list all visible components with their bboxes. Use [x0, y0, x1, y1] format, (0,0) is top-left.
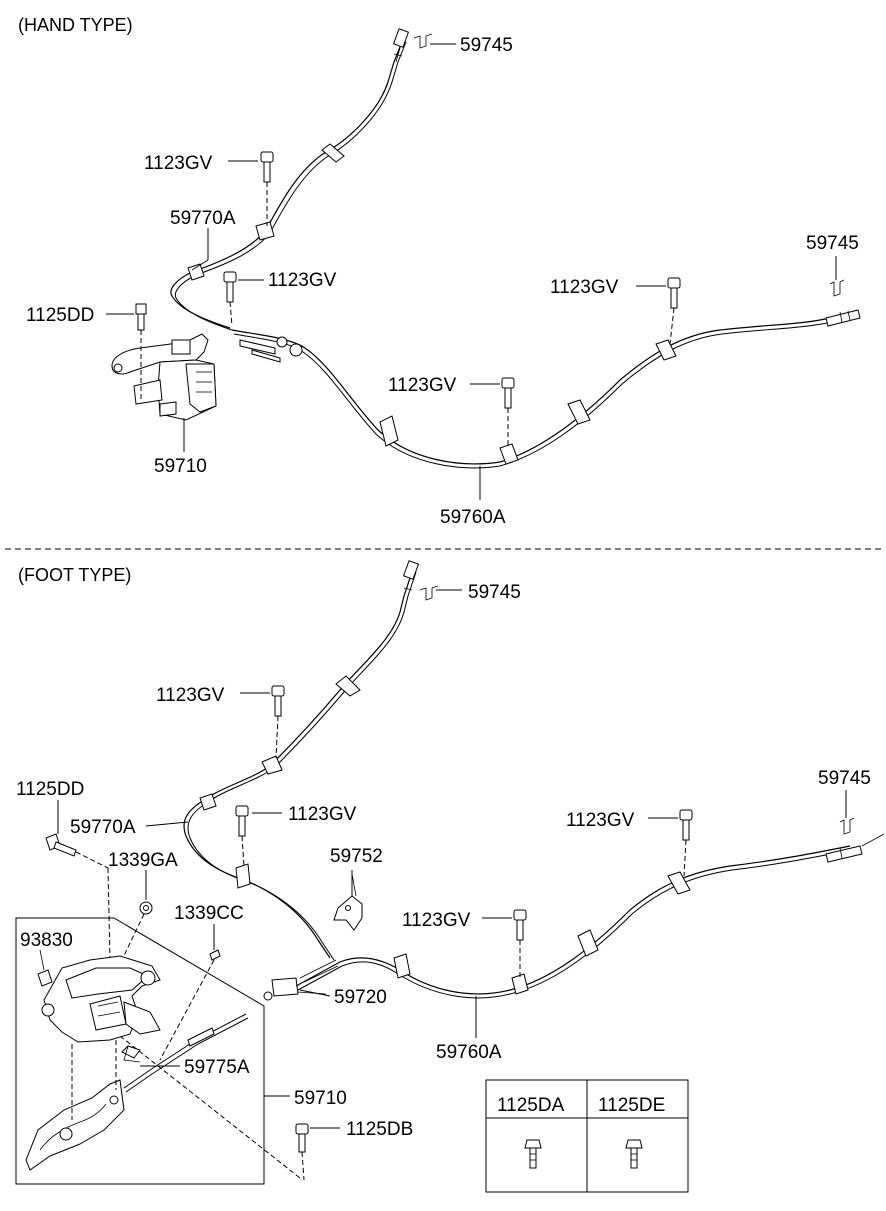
- label-hand-59710: 59710: [154, 456, 207, 477]
- label-hand-1123gv-d: 1123GV: [550, 277, 619, 298]
- label-foot-59775a: 59775A: [184, 1057, 250, 1078]
- foot-bracket-59752: [333, 873, 363, 931]
- label-foot-59760a: 59760A: [436, 1042, 502, 1063]
- foot-brake-pedal-59710: [25, 955, 161, 1171]
- label-foot-59720: 59720: [334, 987, 387, 1008]
- hand-type-title: (HAND TYPE): [18, 15, 133, 35]
- label-foot-1123gv-b: 1123GV: [288, 804, 357, 825]
- label-hand-1125dd: 1125DD: [26, 305, 94, 326]
- label-foot-93830: 93830: [20, 930, 73, 951]
- foot-type-assembly: 59745 1123GV 1125DD 59770A 1123GV 59752 …: [15, 560, 885, 1185]
- hand-cable-59770a: [170, 28, 410, 331]
- hand-brake-lever-59710: [111, 333, 217, 421]
- hand-bolt-1123gv-a: [260, 151, 274, 226]
- bolt-reference-table: 1125DA 1125DE: [485, 1079, 689, 1193]
- foot-cable-59770a: [183, 560, 420, 961]
- foot-cable-59760a: [339, 833, 885, 999]
- foot-bolt-1123gv-d: [679, 809, 693, 877]
- hand-bolt-1123gv-b: [223, 271, 237, 327]
- foot-clip-59745-right: [839, 817, 855, 835]
- label-foot-1125dd: 1125DD: [16, 779, 84, 800]
- label-hand-59745-top: 59745: [460, 35, 513, 56]
- label-foot-59745-right: 59745: [818, 768, 871, 789]
- label-foot-1339cc: 1339CC: [174, 903, 244, 924]
- label-hand-1123gv-a: 1123GV: [144, 153, 213, 174]
- foot-bolt-1123gv-c: [513, 909, 527, 978]
- label-hand-1123gv-c: 1123GV: [388, 375, 457, 396]
- foot-nut-1339ga: [117, 901, 153, 969]
- foot-stopper-93830: [37, 949, 53, 987]
- table-header-1125de: 1125DE: [598, 1095, 665, 1116]
- bolt-1125da-icon: [524, 1139, 542, 1169]
- label-foot-59745-top: 59745: [468, 582, 521, 603]
- label-foot-1125db: 1125DB: [346, 1119, 413, 1140]
- label-foot-59770a: 59770A: [70, 817, 136, 838]
- label-hand-1123gv-b: 1123GV: [268, 270, 337, 291]
- label-hand-59760a: 59760A: [440, 507, 506, 528]
- label-hand-59745-right: 59745: [806, 233, 859, 254]
- table-header-1125da: 1125DA: [497, 1095, 565, 1116]
- label-foot-1123gv-a: 1123GV: [156, 685, 225, 706]
- foot-bolt-1123gv-a: [271, 685, 285, 759]
- hand-cable-59760a: [231, 309, 861, 469]
- label-hand-59770a: 59770A: [170, 208, 236, 229]
- label-foot-59710: 59710: [294, 1088, 347, 1109]
- hand-clip-59745-top: [413, 33, 433, 49]
- label-foot-1339ga: 1339GA: [108, 850, 178, 871]
- hand-clip-59745-right: [829, 279, 845, 297]
- foot-bolt-1125dd: [45, 833, 111, 961]
- bolt-1125de-icon: [625, 1139, 643, 1169]
- hand-bolt-1123gv-d: [667, 277, 681, 345]
- foot-equalizer-59720: [263, 959, 343, 1001]
- hand-type-assembly: 59745 1123GV 59770A 1123GV 1125DD 59710 …: [26, 28, 861, 528]
- hand-bolt-1125dd: [135, 303, 147, 400]
- foot-type-title: (FOOT TYPE): [18, 565, 131, 585]
- foot-bolt-1125db: [295, 1123, 309, 1181]
- foot-bolt-1123gv-b: [235, 805, 249, 867]
- foot-clip-1339cc: [159, 949, 221, 1061]
- label-foot-59752: 59752: [330, 846, 383, 867]
- hand-bolt-1123gv-c: [501, 377, 515, 448]
- foot-bracket-59775a: [121, 1045, 141, 1063]
- label-foot-1123gv-c: 1123GV: [402, 910, 471, 931]
- foot-pedal-frame: [15, 917, 301, 1185]
- label-foot-1123gv-d: 1123GV: [566, 810, 635, 831]
- foot-clip-59745-top: [419, 585, 439, 601]
- foot-cable-59775a: [123, 1013, 249, 1093]
